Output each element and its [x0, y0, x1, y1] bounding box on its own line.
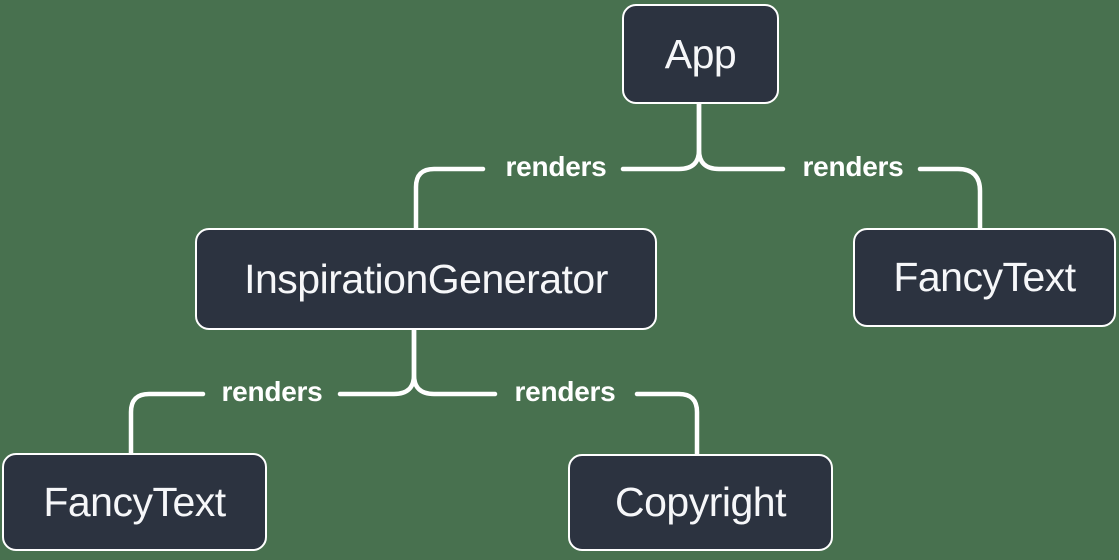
edge-app-to-inspirationgenerator-inner: [620, 101, 702, 172]
edge-inspiration-to-fancytext-outer: [128, 391, 206, 456]
edge-app-to-inspirationgenerator-outer: [413, 166, 486, 231]
node-fancy-text-top-label: FancyText: [893, 254, 1076, 300]
node-fancy-text-bottom-label: FancyText: [43, 478, 226, 525]
node-fancy-text-bottom: FancyText: [2, 453, 267, 551]
edge-label-inspiration-fancytext: renders: [221, 376, 323, 407]
edge-inspiration-to-fancytext-inner: [337, 327, 417, 397]
edge-label-app-inspirationgenerator: renders: [505, 151, 607, 182]
node-fancy-text-top: FancyText: [853, 228, 1116, 327]
edge-inspiration-to-copyright-outer: [634, 391, 700, 457]
node-copyright: Copyright: [568, 454, 833, 551]
edge-label-inspiration-copyright: renders: [514, 376, 616, 407]
edge-inspiration-to-copyright-inner: [411, 327, 498, 397]
node-copyright-label: Copyright: [615, 479, 786, 525]
node-inspiration-generator-label: InspirationGenerator: [244, 255, 608, 302]
node-inspiration-generator: InspirationGenerator: [195, 228, 657, 330]
edge-label-app-fancytext: renders: [802, 151, 904, 182]
edge-app-to-fancytext-inner: [696, 101, 786, 172]
node-app: App: [622, 4, 779, 104]
node-app-label: App: [664, 30, 737, 77]
edge-app-to-fancytext-outer: [917, 166, 983, 231]
